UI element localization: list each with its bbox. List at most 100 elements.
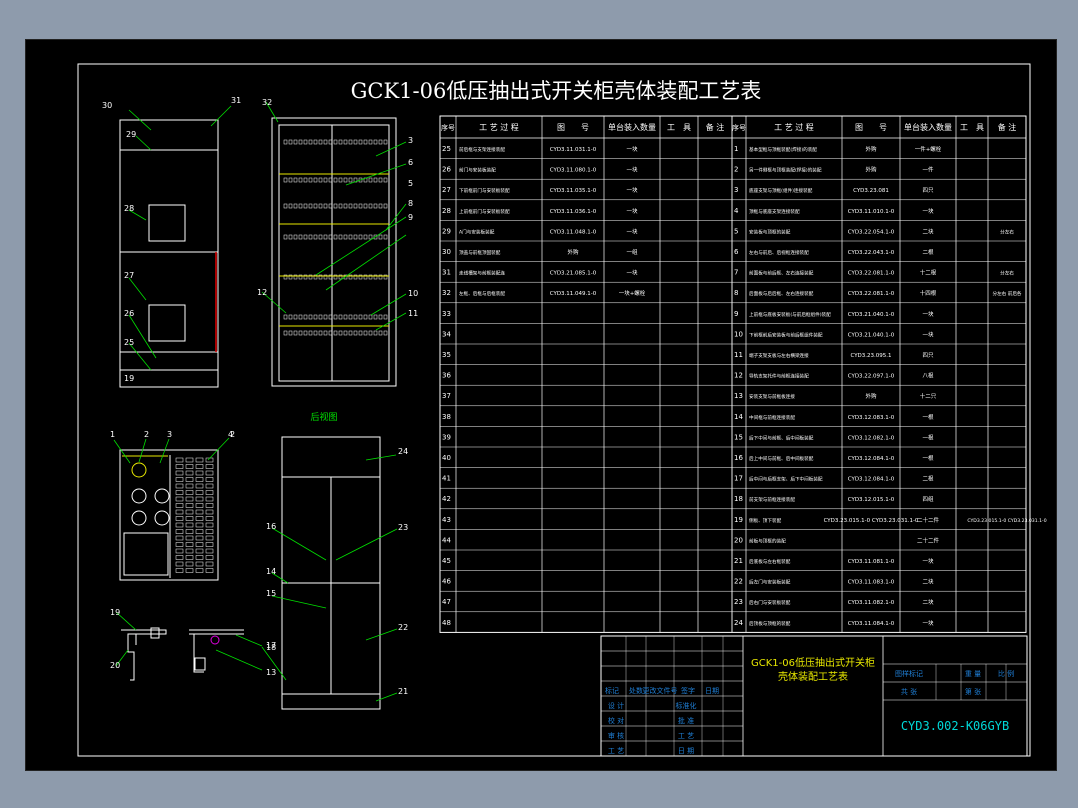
table-cell-process: 后顶板与顶框的装配 (749, 620, 791, 627)
callout-27: 27 (124, 271, 134, 280)
table-row-number: 45 (442, 557, 451, 565)
table-row-number: 20 (734, 536, 743, 544)
callout-16: 16 (266, 522, 276, 531)
title-block-label: 日 期 (678, 747, 694, 755)
table-row-number: 14 (734, 413, 743, 421)
table-cell-process: 前面板与前后框、左右连接装配 (749, 270, 814, 277)
table-row-number: 26 (442, 166, 451, 174)
table-cell-drawing-no: CYD3.12.082.1-0 (848, 435, 895, 441)
callout-23: 23 (398, 523, 408, 532)
callout-3: 3 (408, 136, 413, 145)
table-row-number: 3 (734, 186, 738, 194)
title-block-label: 审 核 (608, 731, 624, 740)
table-row-number: 25 (442, 145, 451, 153)
callout-2: 2 (230, 430, 235, 439)
table-cell-process: 上前框前门与安装板装配 (459, 208, 510, 215)
table-row-number: 40 (442, 454, 451, 462)
table-cell-process: 后中间与后框支架、后下中间板装配 (749, 476, 823, 483)
table-cell-process: 顶框与底座支架连接装配 (749, 208, 800, 215)
callout-5: 5 (408, 179, 413, 188)
table-header: 单台装入数量 (904, 122, 952, 132)
table-cell-process: 左框、后框与后框装配 (459, 290, 505, 297)
table-cell-process: 下前框前门与安装板装配 (459, 187, 510, 194)
table-row-number: 5 (734, 227, 738, 235)
table-cell-process: 后底板与左右框装配 (749, 558, 791, 565)
table-row-number: 32 (442, 289, 451, 297)
table-cell-drawing-no: CYD3.22.081.1-0 (848, 271, 895, 277)
table-row-number: 36 (442, 372, 451, 380)
table-cell-quantity: 一块 (626, 227, 638, 235)
table-cell-process: A门与安装板装配 (459, 228, 495, 235)
table-row-number: 12 (734, 372, 743, 380)
table-header: 备 注 (998, 122, 1017, 132)
table-cell-drawing-no: CYD3.22.043.1-0 (848, 250, 895, 256)
callout-21: 21 (398, 687, 408, 696)
table-row-number: 44 (442, 536, 451, 544)
title-block-label: 更改文件号 (643, 686, 678, 695)
table-row-number: 10 (734, 330, 743, 338)
table-cell-drawing-no: 外购 (865, 166, 877, 174)
callout-1: 1 (110, 430, 115, 439)
table-row-number: 4 (734, 207, 739, 215)
table-cell-drawing-no: CYD3.21.040.1-0 (848, 332, 895, 338)
table-cell-drawing-no: CYD3.22.081.1-0 (848, 291, 895, 297)
table-row-number: 18 (734, 495, 743, 503)
table-cell-quantity: 一块 (922, 619, 934, 627)
table-row-number: 48 (442, 619, 451, 627)
inner-border (77, 63, 1031, 757)
table-cell-process: 前板与顶框的装配 (749, 537, 786, 544)
table-header: 工 具 (667, 123, 691, 132)
title-block-label: 比 例 (998, 669, 1014, 678)
callout-15: 15 (266, 589, 276, 598)
table-cell-quantity: 一块 (626, 186, 638, 194)
table-row-number: 24 (734, 619, 743, 627)
side-rails (279, 139, 389, 336)
callout-11: 11 (408, 309, 418, 318)
table-row-number: 46 (442, 578, 451, 586)
table-cell-quantity: 四只 (922, 352, 934, 359)
rear-view-label: 后视图 (310, 411, 337, 423)
table-cell-drawing-no: CYD3.23.095.1 (850, 353, 891, 359)
table-cell-quantity: 十二只 (920, 392, 937, 400)
drawing-sheet: GCK1-06低压抽出式开关柜壳体装配工艺表 后视图 (25, 39, 1057, 771)
table-row-number: 7 (734, 269, 738, 277)
table-cell-drawing-no: CYD3.11.082.1-0 (848, 600, 895, 606)
table-cell-quantity: 一根 (922, 433, 934, 441)
callout-3: 3 (167, 430, 172, 439)
table-row-number: 22 (734, 578, 743, 586)
callout-19: 19 (124, 374, 134, 383)
table-cell-quantity: 一块 (922, 207, 934, 215)
callout-17: 17 (266, 641, 276, 650)
title-block-label: 校 对 (608, 716, 624, 725)
title-block-label: 批 准 (678, 716, 694, 725)
table-header: 单台装入数量 (608, 122, 656, 132)
table-cell-drawing-no: CYD3.11.035.1-0 (550, 188, 597, 194)
table-cell-quantity: 八根 (922, 372, 934, 380)
table-cell-process: 走线槽架与前框装配连 (459, 270, 505, 277)
callout-12: 12 (257, 288, 267, 297)
callout-26: 26 (124, 309, 134, 318)
top-view (119, 449, 219, 581)
callout-8: 8 (408, 199, 413, 208)
title-block-label: 签字 (681, 686, 695, 695)
table-cell-drawing-no: CYD3.11.010.1-0 (848, 209, 895, 215)
table-cell-note: 分左右 (1000, 270, 1014, 277)
table-row-number: 41 (442, 475, 451, 483)
table-header: 工 艺 过 程 (479, 122, 519, 132)
table-cell-quantity: 一根 (922, 413, 934, 421)
table-row-number: 34 (442, 330, 451, 338)
callout-6: 6 (408, 158, 413, 167)
table-cell-process: 安装支架与前框板连接 (749, 393, 795, 400)
callout-30: 30 (102, 101, 112, 110)
callout-4: 4 (228, 430, 233, 439)
table-cell-process: 前后框与支架连接装配 (459, 146, 505, 153)
title-block-label: 第 张 (965, 687, 981, 696)
table-row-number: 28 (442, 207, 451, 215)
table-cell-drawing-no: CYD3.23.015.1-0 CYD3.23.031.1-0 (824, 518, 919, 524)
table-cell-drawing-no: CYD3.11.036.1-0 (550, 209, 597, 215)
table-cell-drawing-no: CYD3.12.084.1-0 (848, 456, 895, 462)
table-cell-drawing-no: CYD3.11.084.1-0 (848, 621, 895, 627)
detail-section-19-20 (121, 627, 167, 681)
table-row-number: 9 (734, 310, 738, 318)
